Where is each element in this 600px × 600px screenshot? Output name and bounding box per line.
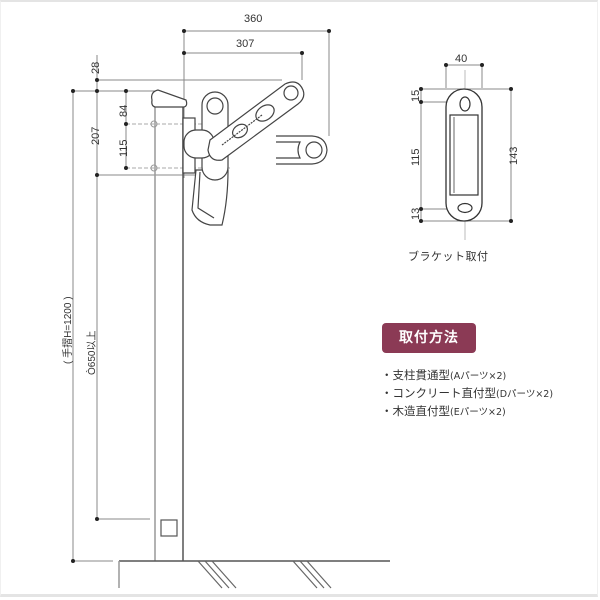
drying-arm <box>182 81 328 226</box>
mounting-method-item: ・木造直付型(Eパーツ×2) <box>381 404 506 418</box>
post-height-note: ( 手摺H=1200 ) <box>61 296 74 364</box>
base-marker <box>160 519 178 537</box>
dim-207: 207 <box>90 127 102 145</box>
ground <box>118 560 390 589</box>
dim-115: 115 <box>118 139 130 157</box>
mounting-method-list: ・支柱貫通型(Aパーツ×2) ・コンクリート直付型(Dパーツ×2) ・木造直付型… <box>381 366 553 420</box>
mounting-method-item: ・コンクリート直付型(Dパーツ×2) <box>381 386 554 400</box>
dim-84: 84 <box>118 105 130 117</box>
mounting-method-item: ・支柱貫通型(Aパーツ×2) <box>381 368 507 382</box>
dim-28: 28 <box>90 62 102 74</box>
bracket-dim-15: 15 <box>410 90 422 102</box>
bracket-dim-143: 143 <box>508 147 520 165</box>
mounting-method-badge: 取付方法 <box>382 323 476 353</box>
bracket-caption: ブラケット取付 <box>408 250 489 263</box>
bracket-dim-40: 40 <box>455 53 467 65</box>
bracket-dim-115: 115 <box>410 148 422 166</box>
post <box>154 100 184 561</box>
embed-depth-note: Ò650以上 <box>85 331 98 375</box>
post-cap <box>151 89 188 108</box>
bracket-dim-13: 13 <box>410 208 422 220</box>
dim-360: 360 <box>244 13 262 25</box>
bracket-detail: 40 15 115 13 143 <box>410 53 520 240</box>
dim-307: 307 <box>236 38 254 50</box>
